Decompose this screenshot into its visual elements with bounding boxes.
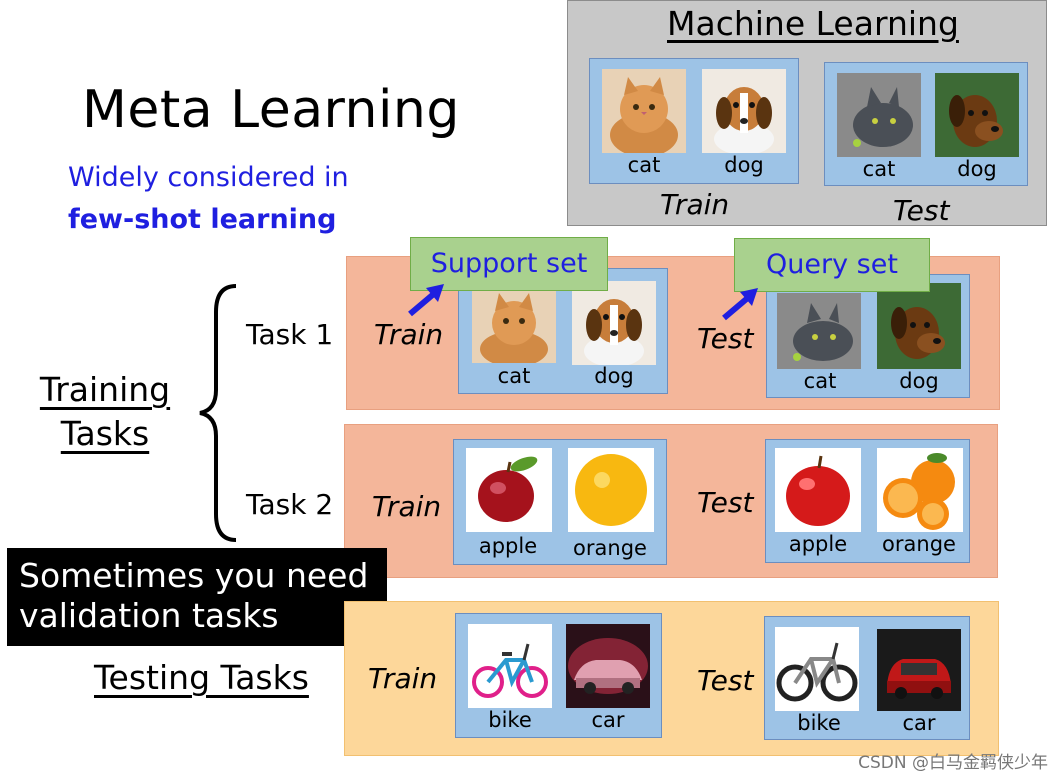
- cat-image: [472, 289, 556, 363]
- suv-image: [877, 629, 961, 711]
- task2-label: Task 2: [246, 488, 334, 521]
- task2-test-panel: apple orange: [765, 439, 970, 563]
- testing-test-label-bike: bike: [797, 711, 841, 735]
- machine-learning-heading: Machine Learning: [667, 4, 959, 43]
- training-tasks-line1: Training: [39, 370, 171, 409]
- ml-test-label-cat: cat: [862, 157, 896, 181]
- ml-train-label: Train: [660, 188, 730, 221]
- task1-test-label: Test: [697, 322, 754, 355]
- ml-train-label-cat: cat: [627, 153, 661, 177]
- callout-line2: validation tasks: [19, 596, 279, 635]
- testing-train-panel: bike car: [455, 613, 662, 738]
- orange-image: [568, 448, 654, 532]
- brown-dog-image: [877, 283, 961, 369]
- gray-cat-image: [777, 293, 861, 369]
- task2-train-label: Train: [372, 490, 442, 523]
- training-tasks-heading: Training Tasks: [20, 368, 190, 456]
- bike-image: [468, 624, 552, 708]
- car-image: [566, 624, 650, 708]
- subtitle-line2: few-shot learning: [68, 204, 337, 235]
- task2-train-label-apple: apple: [478, 534, 538, 558]
- task2-train-label-orange: orange: [573, 536, 647, 560]
- testing-test-panel: bike car: [764, 616, 970, 740]
- task2-test-label-orange: orange: [882, 532, 956, 556]
- orange-slices-image: [877, 448, 963, 532]
- task1-train-label-dog: dog: [594, 364, 634, 388]
- brown-dog-image: [935, 73, 1019, 157]
- task2-train-panel: apple orange: [453, 439, 667, 565]
- ml-test-label: Test: [893, 194, 950, 227]
- dog-image: [572, 281, 656, 365]
- ml-test-label-dog: dog: [957, 157, 997, 181]
- testing-test-label-car: car: [902, 711, 936, 735]
- dog-image: [702, 69, 786, 153]
- task1-test-label-dog: dog: [899, 369, 939, 393]
- ml-test-panel: cat dog: [824, 62, 1028, 186]
- task2-test-label: Test: [697, 486, 754, 519]
- task2-test-label-apple: apple: [788, 532, 848, 556]
- testing-test-label: Test: [697, 664, 754, 697]
- support-set-label: Support set: [410, 237, 608, 291]
- cat-image: [602, 69, 686, 153]
- mountain-bike-image: [775, 627, 859, 711]
- page-title: Meta Learning: [82, 80, 460, 140]
- watermark: CSDN @白马金羁侠少年: [858, 753, 1048, 773]
- ml-train-panel: cat dog: [589, 58, 799, 184]
- ml-train-label-dog: dog: [724, 153, 764, 177]
- testing-train-label-bike: bike: [488, 708, 532, 732]
- arrow-icon: [722, 288, 758, 321]
- apple-image: [466, 448, 552, 532]
- query-set-label: Query set: [734, 238, 930, 292]
- callout-line1: Sometimes you need: [19, 556, 369, 595]
- testing-tasks-heading: Testing Tasks: [94, 658, 309, 697]
- arrow-icon: [408, 284, 444, 317]
- task1-label: Task 1: [246, 318, 334, 351]
- training-tasks-line2: Tasks: [60, 414, 150, 453]
- task1-test-label-cat: cat: [803, 369, 837, 393]
- task1-test-panel: cat dog: [766, 274, 970, 398]
- task1-train-label-cat: cat: [497, 364, 531, 388]
- gray-cat-image: [837, 73, 921, 157]
- testing-train-label: Train: [368, 662, 438, 695]
- task1-train-label: Train: [374, 318, 444, 351]
- curly-brace-icon: [199, 284, 237, 542]
- apple-image: [775, 448, 861, 532]
- subtitle-line1: Widely considered in: [68, 162, 349, 193]
- validation-callout: Sometimes you need validation tasks: [7, 548, 387, 646]
- testing-train-label-car: car: [591, 708, 625, 732]
